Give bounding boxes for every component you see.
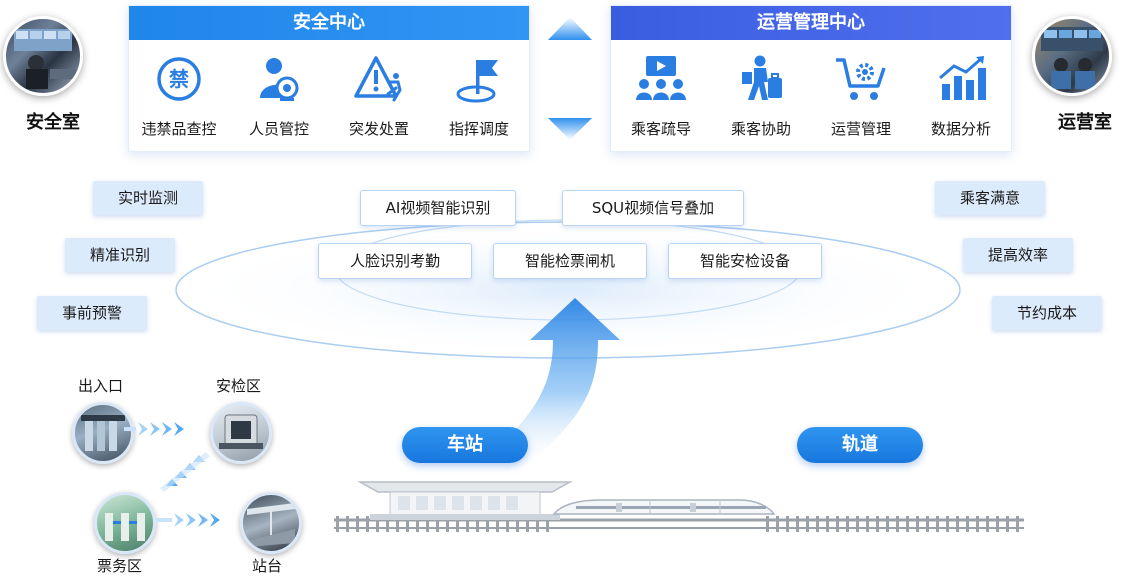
svg-text:禁: 禁 xyxy=(169,67,189,91)
ops-center-panel: 运营管理中心 乘客疏导 乘客协助 xyxy=(610,5,1012,152)
station-train-illustration xyxy=(334,481,1024,532)
ops-center-title: 运营管理中心 xyxy=(611,6,1011,40)
track-pill[interactable]: 轨道 xyxy=(797,427,923,463)
station-building xyxy=(357,481,573,520)
crowd-screen-icon xyxy=(636,56,686,100)
safety-item-label: 突发处置 xyxy=(348,120,409,138)
flow-node-ticket[interactable] xyxy=(94,492,156,554)
safety-item-label: 违禁品查控 xyxy=(141,120,217,138)
flag-dispatch-icon xyxy=(456,60,498,103)
tech-smart-security: 智能安检设备 xyxy=(668,243,822,279)
flow-label-ticket: 票务区 xyxy=(97,557,143,575)
safety-room-label: 安全室 xyxy=(26,112,80,133)
safety-item-label: 指挥调度 xyxy=(448,120,509,138)
ops-item-analytics[interactable]: 数据分析 xyxy=(915,54,1007,139)
flow-node-security[interactable] xyxy=(210,402,272,464)
safety-item-prohibited[interactable]: 禁 违禁品查控 xyxy=(133,54,225,139)
up-triangle-icon xyxy=(548,17,592,40)
ops-item-label: 数据分析 xyxy=(930,120,991,138)
station-pill[interactable]: 车站 xyxy=(402,427,528,463)
flow-label-security: 安检区 xyxy=(216,377,262,395)
control-room-icon xyxy=(14,29,76,89)
ops-item-label: 运营管理 xyxy=(830,120,891,138)
ops-item-assist[interactable]: 乘客协助 xyxy=(715,54,807,139)
prohibited-icon: 禁 xyxy=(157,57,201,101)
flow-node-platform[interactable] xyxy=(240,492,302,554)
benefit-precise-recognition: 精准识别 xyxy=(65,238,175,272)
tech-squ-video-overlay: SQU视频信号叠加 xyxy=(562,190,744,226)
monitoring-room-icon xyxy=(1041,27,1103,89)
benefit-passenger-satisfaction: 乘客满意 xyxy=(935,181,1045,215)
platform-icon xyxy=(247,503,295,547)
ops-item-management[interactable]: 运营管理 xyxy=(815,54,907,139)
person-camera-icon xyxy=(260,58,299,101)
benefit-cost-saving: 节约成本 xyxy=(992,296,1102,330)
high-speed-train xyxy=(552,499,776,515)
flow-arrow-right-1 xyxy=(124,422,184,436)
traveler-icon xyxy=(742,55,782,100)
flow-arrow-diagonal xyxy=(160,452,210,492)
flow-arrows xyxy=(124,422,220,527)
safety-center-title: 安全中心 xyxy=(129,6,529,40)
safety-room-photo xyxy=(3,16,83,96)
flow-node-entrance[interactable] xyxy=(72,402,134,464)
safety-center-panel: 安全中心 禁 违禁品查控 人员管控 xyxy=(128,5,530,152)
safety-item-label: 人员管控 xyxy=(248,120,309,138)
bar-chart-icon xyxy=(939,56,986,100)
benefit-efficiency: 提高效率 xyxy=(963,238,1073,272)
xray-scanner-icon xyxy=(219,414,263,449)
benefit-early-warning: 事前预警 xyxy=(37,296,147,330)
ops-room-photo xyxy=(1032,16,1112,96)
tech-face-attendance: 人脸识别考勤 xyxy=(318,243,472,279)
safety-item-emergency[interactable]: 突发处置 xyxy=(333,54,425,139)
cart-gear-icon xyxy=(836,58,886,100)
warning-run-icon xyxy=(354,56,402,102)
ops-item-guidance[interactable]: 乘客疏导 xyxy=(615,54,707,139)
tech-ai-video-recognition: AI视频智能识别 xyxy=(360,190,516,226)
safety-item-personnel[interactable]: 人员管控 xyxy=(233,54,325,139)
safety-item-dispatch[interactable]: 指挥调度 xyxy=(433,54,525,139)
tech-smart-gate: 智能检票闸机 xyxy=(493,243,647,279)
ops-item-label: 乘客疏导 xyxy=(630,120,691,138)
flow-arrow-right-2 xyxy=(156,513,220,527)
benefit-realtime-monitoring: 实时监测 xyxy=(93,181,203,215)
entrance-icon xyxy=(81,415,125,451)
upward-arrow-icon xyxy=(470,298,620,470)
flow-label-platform: 站台 xyxy=(252,557,283,575)
ops-item-label: 乘客协助 xyxy=(730,120,791,138)
down-triangle-icon xyxy=(548,118,592,140)
ops-room-label: 运营室 xyxy=(1058,112,1112,133)
ticket-gate-icon xyxy=(105,513,145,541)
flow-label-entrance: 出入口 xyxy=(78,377,124,395)
railway-ties xyxy=(336,516,1019,532)
